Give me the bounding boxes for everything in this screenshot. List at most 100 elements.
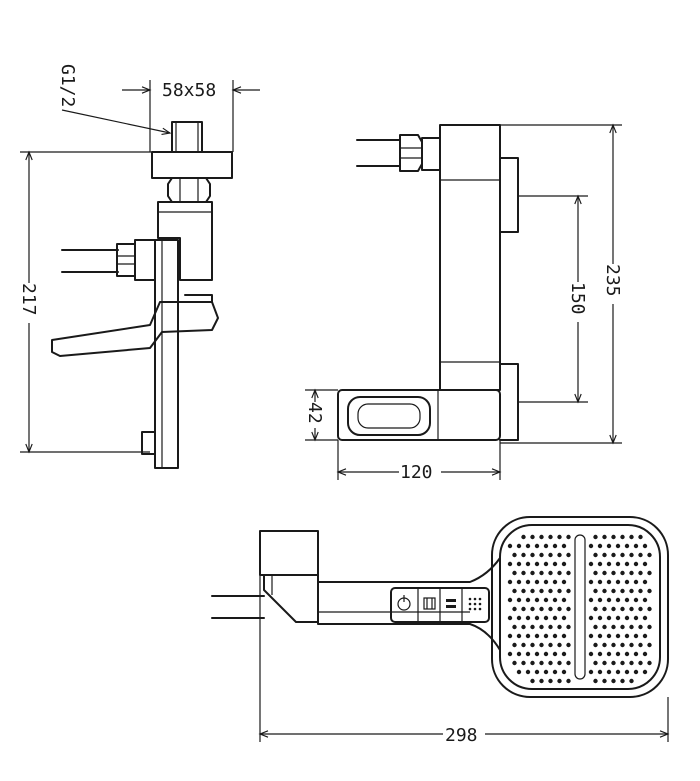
nozzle-dot [539, 552, 544, 558]
nozzle-dot [633, 615, 639, 621]
nozzle-dot [611, 534, 616, 540]
height-dim-label: 217 [18, 283, 39, 316]
base-block [337, 389, 501, 441]
backplate [154, 239, 179, 469]
base-w-label-bg [399, 462, 441, 482]
nozzle-dot [620, 678, 625, 684]
nozzle-dot [525, 651, 531, 657]
nozzle-dot [588, 615, 594, 621]
nozzle-dot [606, 561, 612, 567]
nozzle-dot [543, 669, 549, 675]
nozzle-dot [539, 642, 544, 648]
nozzle-dot [633, 543, 639, 549]
nozzle-dot [620, 534, 625, 540]
nozzle-dot [530, 534, 535, 540]
shower-head-outer [491, 516, 669, 698]
nozzle-dot [597, 561, 603, 567]
nozzle-dot [521, 588, 526, 594]
nozzle-dot [602, 624, 607, 630]
nozzle-dot [642, 633, 648, 639]
nozzle-dot [611, 570, 616, 576]
nozzle-dot [516, 669, 522, 675]
bar-spacing-label: 150 [567, 282, 588, 315]
nozzle-dot [638, 642, 643, 648]
nozzle-dot [507, 561, 513, 567]
nozzle-dot [593, 588, 598, 594]
nozzle-dot [539, 624, 544, 630]
nozzle-dot [566, 534, 571, 540]
nozzle-dot [633, 651, 639, 657]
nozzle-dot [516, 633, 522, 639]
nozzle-dot [593, 534, 598, 540]
nozzle-dot [561, 669, 567, 675]
nozzle-dot [602, 678, 607, 684]
nozzle-dot [534, 615, 540, 621]
nozzle-dot [593, 570, 598, 576]
nozzle-dot [534, 561, 540, 567]
nozzle-dot [507, 633, 513, 639]
shower-head-face [499, 524, 661, 690]
nozzle-dot [525, 543, 531, 549]
lower-rail [499, 363, 519, 441]
nozzle-dot [597, 615, 603, 621]
nozzle-dot [602, 570, 607, 576]
nozzle-dot [512, 570, 517, 576]
nozzle-dot [593, 624, 598, 630]
nozzle-dot [557, 642, 562, 648]
nozzle-dot [629, 588, 634, 594]
nozzle-dot [561, 579, 567, 585]
nozzle-dot [638, 606, 643, 612]
nozzle-dot [534, 579, 540, 585]
nozzle-dot [602, 588, 607, 594]
nozzle-dot [557, 570, 562, 576]
nozzle-dot [561, 633, 567, 639]
nozzle-dot [624, 633, 630, 639]
nozzle-dot [629, 570, 634, 576]
nozzle-dot [588, 651, 594, 657]
nozzle-dot [624, 615, 630, 621]
lever-pivot [184, 294, 213, 303]
nozzle-dot [642, 561, 648, 567]
nozzle-dot [521, 642, 526, 648]
nozzle-dot [620, 552, 625, 558]
nozzle-dot [615, 651, 621, 657]
nozzle-dot [615, 561, 621, 567]
base-width-label: 120 [400, 462, 433, 483]
nozzle-dot [557, 660, 562, 666]
thread-size-label: G1/2 [57, 64, 78, 107]
nozzle-dot [521, 624, 526, 630]
nozzle-dot [525, 579, 531, 585]
flow-icon [468, 597, 482, 611]
holder-bracket [263, 574, 319, 623]
shower-holder [259, 530, 319, 576]
nozzle-dot [512, 606, 517, 612]
nozzle-dot [530, 606, 535, 612]
nozzle-dot [597, 633, 603, 639]
nozzle-dot [611, 552, 616, 558]
nozzle-dot [638, 534, 643, 540]
nozzle-dot [647, 570, 652, 576]
nozzle-dot [507, 651, 513, 657]
nozzle-dot [557, 534, 562, 540]
flange-dim-label: 58x58 [162, 80, 216, 101]
height-label-bg [18, 283, 40, 323]
nozzle-dot [620, 570, 625, 576]
nozzle-grid [507, 534, 652, 684]
hose-connector [134, 239, 156, 281]
nozzle-dot [557, 588, 562, 594]
nozzle-dot [642, 615, 648, 621]
nozzle-dot [647, 642, 652, 648]
nozzle-dot [539, 678, 544, 684]
nozzle-dot [602, 552, 607, 558]
nozzle-dot [548, 606, 553, 612]
nozzle-dot [507, 597, 513, 603]
nozzle-dot [611, 642, 616, 648]
nozzle-dot [629, 642, 634, 648]
nozzle-dot [548, 588, 553, 594]
nozzle-dot [543, 597, 549, 603]
nozzle-dot [516, 615, 522, 621]
nozzle-dot [525, 633, 531, 639]
nozzle-dot [539, 606, 544, 612]
nozzle-dot [593, 660, 598, 666]
nozzle-dot [620, 660, 625, 666]
